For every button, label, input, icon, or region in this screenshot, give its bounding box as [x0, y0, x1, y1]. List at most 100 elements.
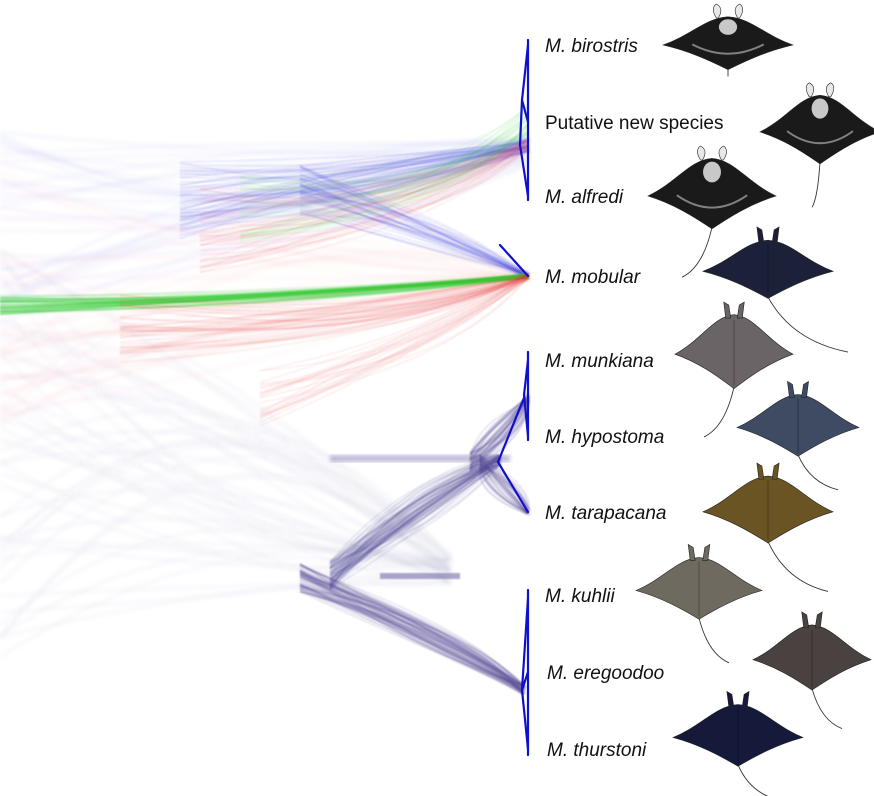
- ray-tail: [737, 764, 769, 796]
- mobular-bundle-red: [119, 276, 530, 328]
- taxon-label-mobular: M. mobular: [545, 267, 641, 288]
- ray-alfredi: [647, 145, 777, 278]
- mobular-bundle-red: [119, 274, 528, 349]
- manta-bundle-green: [239, 119, 529, 236]
- mobular-bundle-red: [119, 273, 528, 304]
- manta-bundle-red: [199, 139, 530, 269]
- ray-tail: [703, 386, 735, 438]
- ray-body: [702, 475, 834, 544]
- ray-munkiana: [674, 301, 794, 438]
- devil-ray-icon: [736, 380, 860, 491]
- devil-ray-icon: [752, 611, 872, 729]
- eregoodoo-branch: [520, 670, 530, 692]
- ray-tarapacana: [702, 462, 834, 592]
- haze-strand: [0, 255, 528, 410]
- mobula-inner-branch: [496, 396, 526, 464]
- ray-body: [674, 314, 794, 390]
- manta-to-mobular-blue: [299, 214, 529, 277]
- ray-body: [759, 94, 874, 165]
- devil-ray-icon: [635, 543, 763, 664]
- haze-strand: [0, 177, 527, 278]
- manta-inner-branch: [518, 98, 524, 147]
- node-age-band: [380, 573, 460, 579]
- mobular-bundle-red-low: [259, 277, 529, 386]
- thurstoni-branch: [520, 688, 530, 751]
- ray-eregoodoo: [752, 611, 872, 729]
- mobular-bundle-red-low: [259, 277, 529, 413]
- cephalic-fins: [726, 690, 750, 708]
- manta-to-mobular-blue: [299, 189, 530, 275]
- ray-thurstoni: [672, 690, 804, 796]
- devil-tarapacana-purple: [479, 469, 527, 513]
- taxon-label-alfredi: M. alfredi: [545, 187, 624, 208]
- haze-strand: [0, 251, 527, 418]
- ray-body: [635, 557, 763, 620]
- ray-mobular: [702, 226, 849, 353]
- cephalic-fins: [697, 145, 727, 161]
- ray-body: [661, 16, 795, 70]
- manta-to-mobular-blue: [299, 169, 530, 276]
- haze-strand: [0, 257, 528, 351]
- devil-bundle-purple: [329, 457, 499, 576]
- ray-tail: [681, 227, 713, 278]
- manta-bundle-green: [239, 122, 531, 182]
- ray-head-marking: [811, 98, 829, 119]
- shoulder-marking: [786, 130, 854, 145]
- haze-strand: [0, 275, 529, 279]
- ray-body: [752, 624, 872, 691]
- haze-strand: [0, 582, 451, 597]
- birostris-branch: [520, 43, 530, 102]
- tarapacana-branch: [496, 460, 530, 514]
- cephalic-fins: [713, 3, 743, 19]
- haze-strand: [0, 426, 450, 569]
- ray-illustrations: [635, 3, 874, 796]
- manta-bundle-green: [239, 118, 529, 187]
- mobular-bundle-red-low: [259, 274, 528, 394]
- haze-strand: [0, 275, 452, 561]
- haze-strand: [0, 437, 450, 571]
- ray-body: [736, 394, 860, 457]
- cephalic-fins: [756, 462, 780, 480]
- cephalic-fins: [787, 380, 809, 398]
- haze-strand: [0, 395, 453, 563]
- manta-bundle-green: [239, 105, 529, 209]
- kuhlii-bundle-purple: [299, 564, 527, 687]
- manta-bundle-green: [239, 125, 530, 242]
- ray-tail: [698, 617, 730, 664]
- manta-bundle-green: [239, 132, 528, 237]
- mobular-bundle-red: [119, 275, 528, 330]
- ray-head-marking: [703, 161, 721, 183]
- kuhlii-bundle-purple: [299, 565, 525, 695]
- haze-strand: [0, 264, 449, 559]
- ray-hypostoma: [736, 380, 860, 491]
- kuhlii-bundle-purple: [299, 573, 525, 695]
- ray-putative-new-species: [759, 82, 874, 208]
- mobular-bundle-red: [119, 273, 530, 319]
- ray-tail: [811, 688, 843, 729]
- cephalic-fins: [805, 82, 835, 98]
- manta-bundle-green: [239, 130, 530, 184]
- haze-strand: [0, 183, 530, 279]
- manta-bundle-green: [239, 110, 530, 217]
- kuhlii-bundle-purple: [299, 569, 523, 693]
- cephalic-fins: [756, 226, 780, 244]
- alfredi-branch: [518, 143, 530, 198]
- manta-ray-icon: [661, 3, 795, 77]
- mobular-bundle-green: [0, 276, 527, 300]
- manta-bundle-green: [239, 107, 529, 178]
- shoulder-marking: [676, 194, 748, 209]
- kuhlii-bundle-purple: [299, 584, 524, 696]
- devil-ray-icon: [702, 462, 834, 592]
- manta-to-mobular-blue: [299, 165, 528, 280]
- devil-ray-icon: [702, 226, 849, 353]
- haze-strand: [0, 143, 528, 156]
- taxon-label-putative-new-species: Putative new species: [545, 113, 724, 134]
- haze-strand: [0, 483, 451, 570]
- kuhlii-bundle-purple: [299, 564, 525, 692]
- ray-head-marking: [718, 19, 738, 35]
- mobular-bundle-red-low: [259, 275, 528, 415]
- haze-strand: [0, 136, 527, 209]
- mobular-bundle-red-low: [259, 278, 529, 389]
- taxon-label-hypostoma: M. hypostoma: [545, 427, 664, 448]
